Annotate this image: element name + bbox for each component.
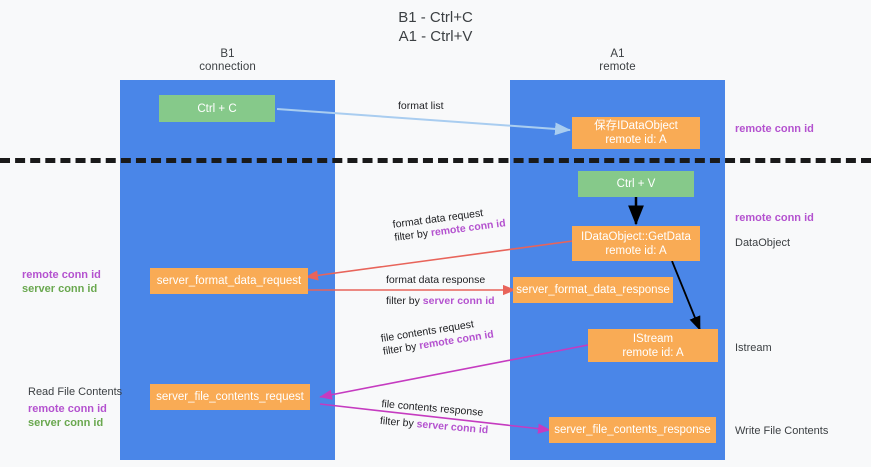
column-header-a1-title: A1 — [610, 48, 625, 60]
side-label-dataobject: DataObject — [735, 237, 791, 249]
edge-label-file-contents-response: file contents response filter by server … — [379, 398, 490, 437]
node-save-idataobject-sub: remote id: A — [605, 134, 667, 146]
edge-label-file-contents-request: file contents request filter by remote c… — [380, 315, 495, 358]
filter-prefix: filter by — [386, 295, 423, 307]
node-istream[interactable]: IStream remote id: A — [588, 329, 718, 362]
side-label-left-remote-conn-id-2: remote conn id — [28, 403, 107, 415]
filter-key-server-conn-id: server conn id — [416, 418, 489, 437]
node-server-file-contents-response[interactable]: server_file_contents_response — [549, 417, 716, 443]
edge-label-format-data-response-line2: filter by server conn id — [386, 295, 495, 308]
node-save-idataobject-label: 保存IDataObject — [594, 120, 678, 132]
side-label-write-file-contents: Write File Contents — [735, 425, 829, 437]
side-label-remote-conn-id-top: remote conn id — [735, 123, 814, 135]
column-header-b1: B1 connection — [120, 48, 335, 74]
node-server-format-data-request[interactable]: server_format_data_request — [150, 268, 308, 294]
edge-label-format-data-response: format data response filter by server co… — [386, 274, 495, 308]
filter-key-server-conn-id: server conn id — [422, 295, 495, 307]
node-server-file-contents-request-label: server_file_contents_request — [156, 391, 304, 403]
node-idataobject-getdata-label: IDataObject::GetData — [581, 230, 691, 243]
phase-divider — [0, 158, 871, 163]
node-idataobject-getdata[interactable]: IDataObject::GetData remote id: A — [572, 226, 700, 261]
side-label-left-server-conn-id-2: server conn id — [28, 417, 104, 429]
column-header-b1-title: B1 — [220, 48, 235, 60]
diagram-title-line-2: A1 - Ctrl+V — [398, 28, 473, 45]
filter-prefix: filter by — [379, 414, 418, 431]
side-label-istream: Istream — [735, 342, 772, 354]
node-ctrl-c-label: Ctrl + C — [197, 102, 237, 115]
edge-label-format-list-text: format list — [398, 100, 444, 112]
side-label-read-file-contents: Read File Contents — [28, 386, 123, 398]
node-server-format-data-response[interactable]: server_format_data_response — [513, 277, 673, 303]
node-ctrl-v-label: Ctrl + V — [616, 178, 656, 190]
node-ctrl-c[interactable]: Ctrl + C — [159, 95, 275, 122]
diagram-title-line-1: B1 - Ctrl+C — [398, 9, 473, 26]
node-server-file-contents-response-label: server_file_contents_response — [554, 424, 711, 436]
column-header-a1-subtitle: remote — [599, 61, 636, 73]
side-label-left-remote-conn-id-1: remote conn id — [22, 269, 101, 281]
node-istream-label: IStream — [632, 332, 674, 345]
column-header-b1-subtitle: connection — [199, 61, 256, 73]
diagram-title: B1 - Ctrl+C A1 - Ctrl+V — [0, 8, 871, 46]
node-server-format-data-request-label: server_format_data_request — [156, 275, 302, 287]
edge-label-format-list: format list — [398, 100, 444, 113]
node-ctrl-v[interactable]: Ctrl + V — [578, 171, 694, 197]
node-server-format-data-response-label: server_format_data_response — [516, 284, 670, 296]
side-label-remote-conn-id-mid: remote conn id — [735, 212, 814, 224]
node-save-idataobject[interactable]: 保存IDataObject remote id: A — [572, 117, 700, 149]
column-header-a1: A1 remote — [510, 48, 725, 74]
node-server-file-contents-request[interactable]: server_file_contents_request — [150, 384, 310, 410]
side-label-left-server-conn-id-1: server conn id — [22, 283, 98, 295]
edge-label-format-data-request: format data request filter by remote con… — [392, 204, 506, 244]
node-idataobject-getdata-sub: remote id: A — [605, 244, 667, 257]
node-istream-sub: remote id: A — [622, 346, 684, 359]
edge-label-format-data-response-line1: format data response — [386, 274, 486, 286]
